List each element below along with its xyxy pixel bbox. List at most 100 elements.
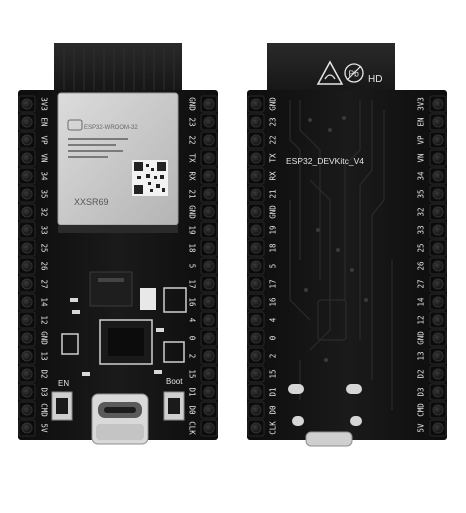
back-left-pins-pin: 2 (247, 347, 278, 365)
back-left-pins-pin: RX (247, 167, 278, 185)
pin-label: 3V3 (40, 97, 49, 111)
front-left-pin-header: 3V3ENVPVN343532332526271412GND13D2D3CMD5… (18, 95, 49, 437)
pin-label: 17 (269, 279, 278, 288)
front-left-pins-pin: VP (18, 131, 49, 149)
pin-label: 23 (269, 117, 278, 126)
pin-label: 14 (40, 297, 49, 307)
front-right-pins-pin: 4 (188, 311, 218, 329)
front-right-pins-pin: GND (188, 203, 218, 221)
back-right-pins-pin: 26 (417, 257, 447, 275)
pin-label: D0 (188, 405, 197, 415)
pin-label: 5V (417, 423, 426, 433)
back-right-pins-pin: 32 (417, 203, 447, 221)
front-left-pins-pin: 3V3 (18, 95, 49, 113)
back-usb-c-connector[interactable] (305, 431, 353, 447)
front-right-pins-pin: 16 (188, 293, 218, 311)
front-right-pins-pin: 17 (188, 275, 218, 293)
pin-label: 22 (188, 135, 197, 144)
pin-label: 18 (188, 243, 197, 253)
pin-label: RX (269, 171, 278, 181)
pin-label: GND (188, 205, 197, 219)
back-left-pins-pin: 19 (247, 221, 278, 239)
pin-label: 0 (269, 335, 278, 340)
back-right-pin-header: 3V3ENVPVN343532332526271412GND13D2D3CMD5… (417, 95, 447, 437)
wifi-logo-icon (67, 119, 83, 131)
pin-label: 2 (188, 354, 197, 359)
back-left-pins-pin: 4 (247, 311, 278, 329)
back-right-pins-pin: 27 (417, 275, 447, 293)
pin-label: 16 (188, 297, 197, 307)
front-right-pins-pin: 22 (188, 131, 218, 149)
pin-label: 34 (417, 171, 426, 181)
pin-label: GND (40, 331, 49, 345)
pin-label: 34 (40, 171, 49, 181)
pin-label: VN (40, 153, 49, 162)
pin-label: 25 (40, 243, 49, 252)
pin-label: 12 (417, 315, 426, 324)
pin-label: GND (269, 97, 278, 111)
pin-label: VP (417, 135, 426, 145)
pin-label: 19 (188, 225, 197, 234)
front-right-pins-pin: D1 (188, 383, 218, 401)
back-right-pins-pin: 14 (417, 293, 447, 311)
front-left-pins-pin: 13 (18, 347, 49, 365)
boot-button[interactable] (163, 391, 185, 421)
pin-label: 27 (417, 279, 426, 288)
pin-label: D2 (417, 369, 426, 378)
boot-button-label: Boot (166, 377, 183, 386)
back-left-pins-pin: 5 (247, 257, 278, 275)
back-left-pins-pin: CLK (247, 419, 278, 437)
back-left-pins-pin: D1 (247, 383, 278, 401)
front-right-pins-pin: GND (188, 95, 218, 113)
back-right-pins-pin: 13 (417, 347, 447, 365)
pin-label: 12 (40, 315, 49, 324)
pin-label: 5 (269, 264, 278, 269)
pin-label: VP (40, 135, 49, 145)
pin-label: 27 (40, 279, 49, 288)
pin-label: EN (40, 117, 49, 126)
front-left-pins-pin: 26 (18, 257, 49, 275)
front-right-pins-pin: 23 (188, 113, 218, 131)
front-right-pins-pin: 2 (188, 347, 218, 365)
back-module-area (267, 43, 395, 95)
front-left-pins-pin: 27 (18, 275, 49, 293)
pin-label: D3 (417, 387, 426, 396)
pin-label: GND (269, 205, 278, 219)
front-right-pins-pin: 5 (188, 257, 218, 275)
front-left-pins-pin: D3 (18, 383, 49, 401)
back-left-pins-pin: 23 (247, 113, 278, 131)
front-right-pins-pin: RX (188, 167, 218, 185)
back-left-pins-pin: 18 (247, 239, 278, 257)
pin-label: 21 (188, 189, 197, 198)
pin-label: 32 (417, 207, 426, 216)
back-right-pins-pin: 33 (417, 221, 447, 239)
pin-label: 33 (417, 225, 426, 234)
front-left-pins-pin: VN (18, 149, 49, 167)
front-left-pins-pin: 34 (18, 167, 49, 185)
board-label: ESP32_DEVKitc_V4 (286, 156, 364, 166)
back-right-pins-pin: VP (417, 131, 447, 149)
pin-label: CMD (417, 403, 426, 417)
front-usb-c-connector[interactable] (91, 393, 149, 445)
back-left-pins-pin: 0 (247, 329, 278, 347)
pin-label: 33 (40, 225, 49, 234)
back-left-pins-pin: GND (247, 95, 278, 113)
pin-label: 32 (40, 207, 49, 216)
pin-label: RX (188, 171, 197, 181)
back-right-pins-pin: CMD (417, 401, 447, 419)
back-right-pins-pin: EN (417, 113, 447, 131)
front-antenna-area (54, 43, 182, 93)
back-left-pins-pin: 15 (247, 365, 278, 383)
pin-label: 3V3 (417, 97, 426, 111)
front-left-pins-pin: 33 (18, 221, 49, 239)
back-right-pins-pin: 34 (417, 167, 447, 185)
back-right-pins-pin: 35 (417, 185, 447, 203)
pin-label: 26 (417, 261, 426, 271)
en-button[interactable] (51, 391, 73, 421)
pin-label: VN (417, 153, 426, 162)
en-button-label: EN (58, 379, 69, 388)
front-capacitor (140, 288, 156, 310)
front-left-pins-pin: 35 (18, 185, 49, 203)
